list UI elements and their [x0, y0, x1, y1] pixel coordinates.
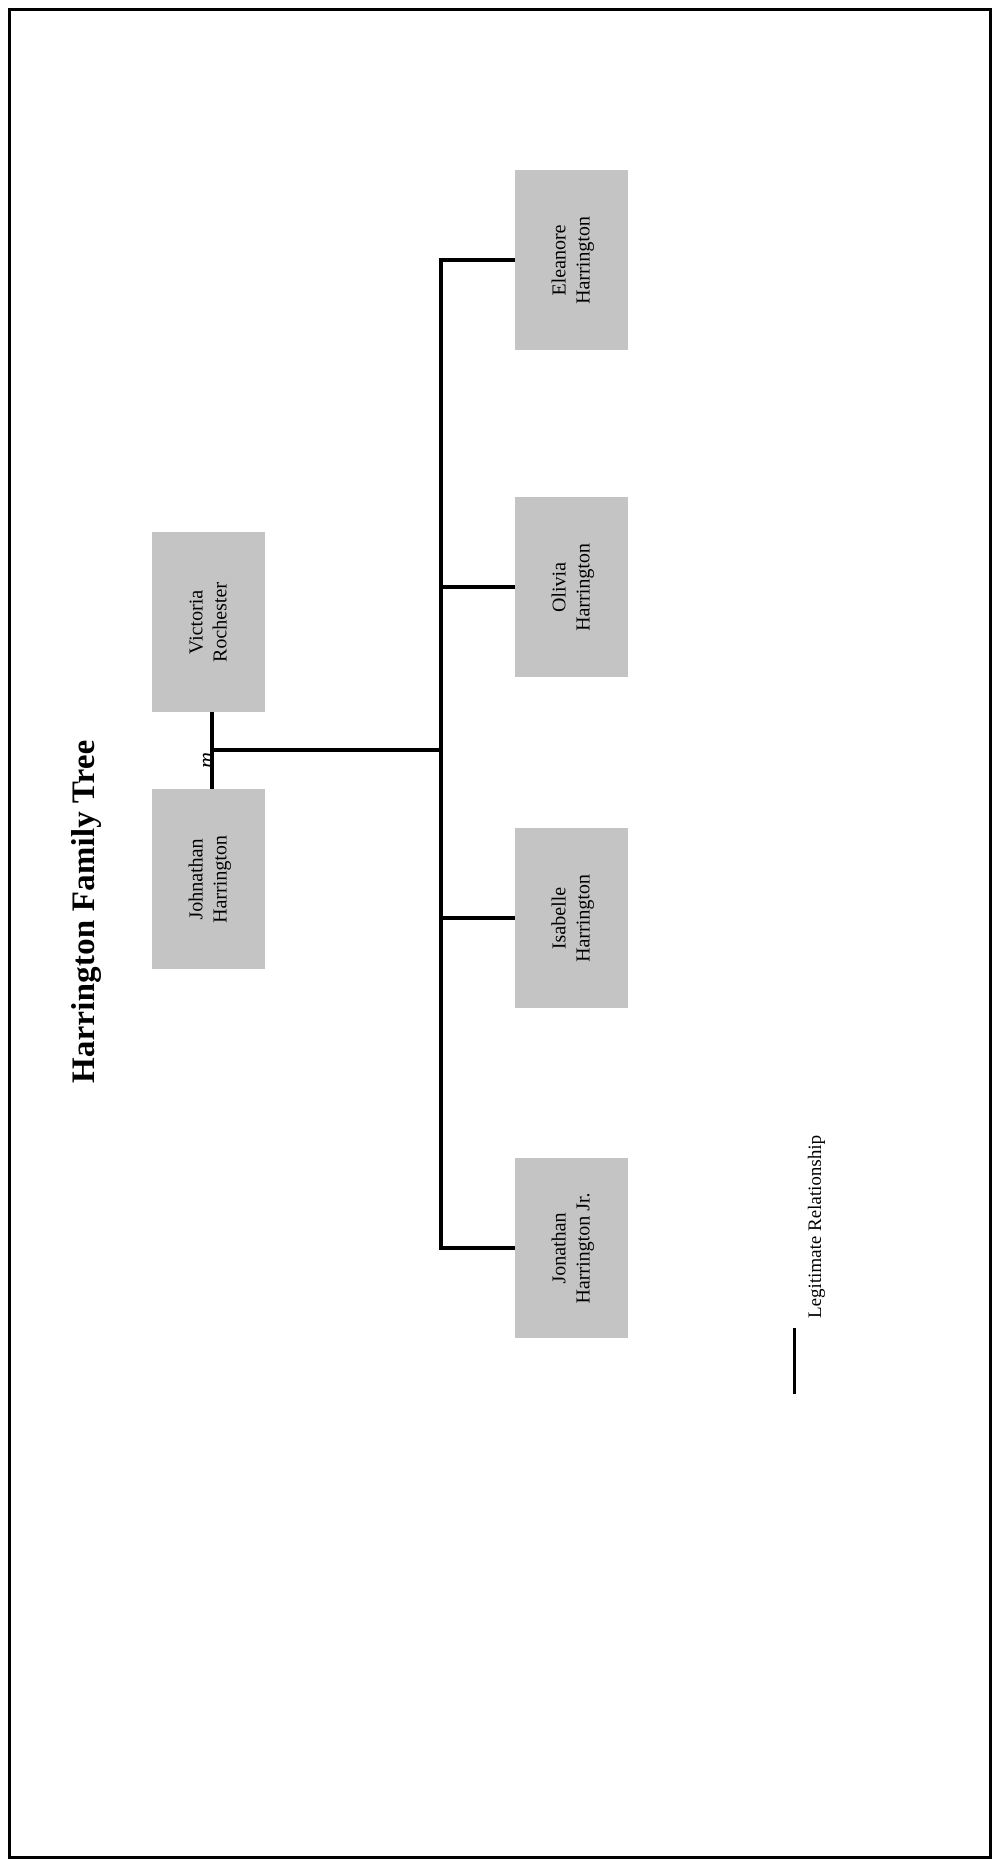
person-name-line2: Rochester	[208, 582, 231, 662]
child-connector-3	[439, 585, 523, 589]
person-label-child-1: Jonathan Harrington Jr.	[548, 1192, 595, 1303]
person-box-child-4[interactable]: Eleanore Harrington	[515, 170, 628, 350]
person-name-line2: Harrington	[571, 874, 594, 962]
child-connector-2	[439, 916, 523, 920]
person-name-line2: Harrington	[208, 835, 231, 923]
person-name-line1: Victoria	[184, 589, 207, 655]
descent-line	[212, 748, 439, 752]
person-box-father[interactable]: Johnathan Harrington	[152, 789, 265, 969]
person-box-child-3[interactable]: Olivia Harrington	[515, 497, 628, 677]
marriage-symbol: m	[193, 752, 218, 768]
diagram-canvas: Harrington Family Tree Victoria Rocheste…	[8, 8, 992, 1859]
person-box-child-2[interactable]: Isabelle Harrington	[515, 828, 628, 1008]
person-box-child-1[interactable]: Jonathan Harrington Jr.	[515, 1158, 628, 1338]
person-label-child-2: Isabelle Harrington	[548, 874, 595, 962]
page-title: Harrington Family Tree	[66, 739, 102, 1083]
person-name-line2: Harrington	[571, 543, 594, 631]
person-name-line1: Isabelle	[547, 886, 570, 950]
person-name-line1: Eleanore	[547, 224, 570, 296]
person-label-mother: Victoria Rochester	[185, 582, 232, 662]
person-box-mother[interactable]: Victoria Rochester	[152, 532, 265, 712]
child-connector-4	[439, 258, 523, 262]
person-name-line2: Harrington Jr.	[571, 1192, 594, 1304]
person-label-child-3: Olivia Harrington	[548, 543, 595, 631]
person-label-child-4: Eleanore Harrington	[548, 216, 595, 304]
person-name-line1: Jonathan	[547, 1212, 570, 1284]
person-name-line1: Johnathan	[184, 838, 207, 920]
legend-swatch-legitimate	[793, 1328, 796, 1394]
sibling-spine	[439, 258, 443, 1250]
legend-label-legitimate: Legitimate Relationship	[805, 1134, 826, 1318]
child-connector-1	[439, 1246, 523, 1250]
person-name-line2: Harrington	[571, 216, 594, 304]
person-name-line1: Olivia	[547, 562, 570, 613]
person-label-father: Johnathan Harrington	[185, 835, 232, 923]
